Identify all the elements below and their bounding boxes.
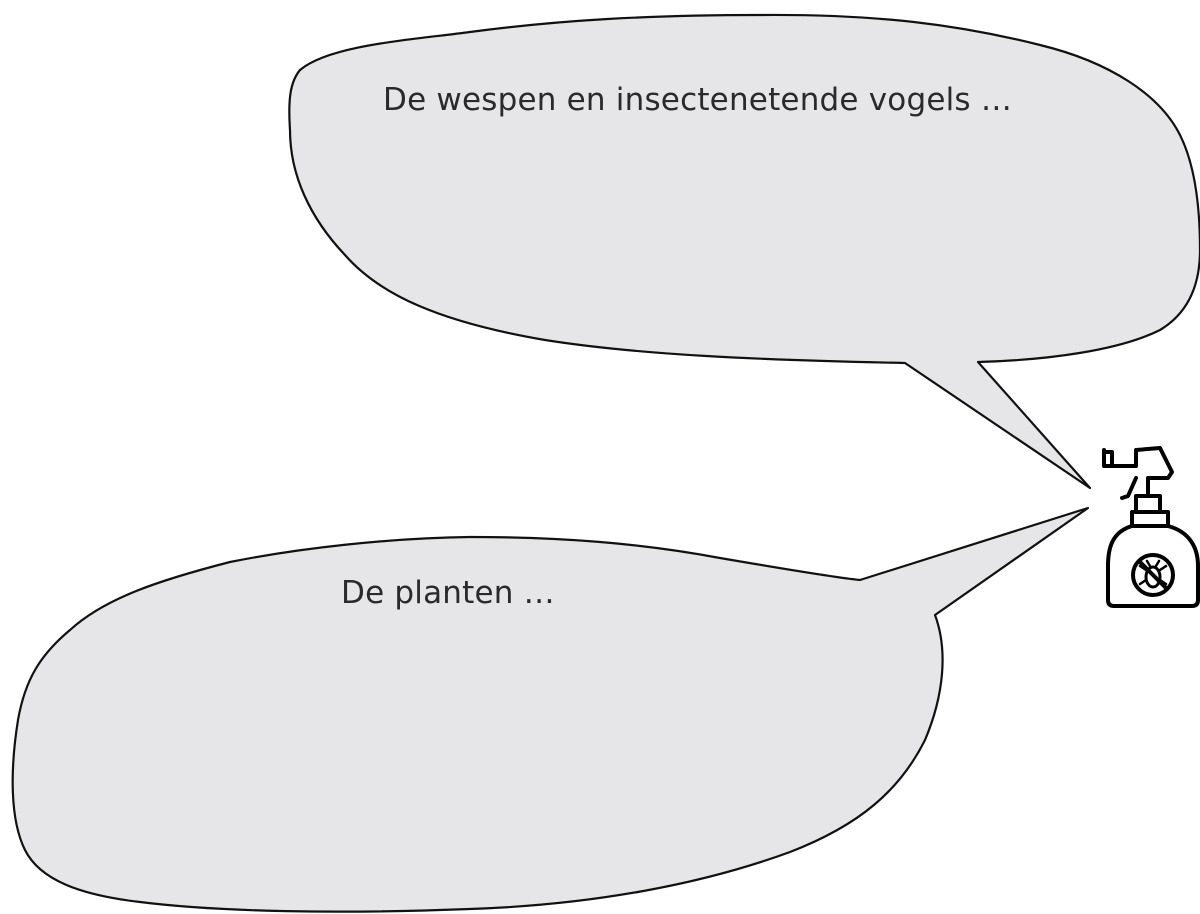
bug-body-icon-part [1144,565,1162,589]
spray-trigger-icon-part [1120,476,1138,500]
bottle-neck-icon-part [1130,510,1170,528]
bug-legs-icon-part [1138,559,1168,586]
bottle-body-icon-part [1106,524,1200,608]
spray-nozzle-icon-part [1102,450,1114,466]
top-bubble-text: De wespen en insectenetende vogels … [383,82,1013,118]
bottom-speech-bubble [11,506,1090,913]
spray-head-icon-part [1102,446,1174,514]
bottom-bubble-text: De planten … [341,575,555,611]
no-sign-circle-icon-part [1131,553,1175,597]
insecticide-spray-bottle-icon [1102,446,1200,608]
no-sign-slash-icon-part [1137,559,1169,591]
top-speech-bubble [288,13,1200,490]
